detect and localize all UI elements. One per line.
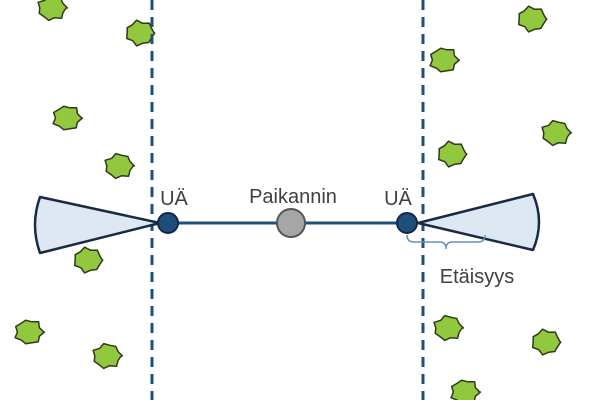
bush-icon	[541, 119, 573, 147]
bush-icon	[517, 5, 548, 33]
bush-icon	[92, 342, 124, 370]
distance-bracket	[406, 234, 486, 250]
bush-icon	[433, 314, 465, 342]
bush-icon	[437, 140, 468, 168]
bush-icon	[125, 19, 156, 47]
bush-icon	[531, 328, 562, 356]
left-device-node	[157, 212, 179, 234]
bush-icon	[52, 105, 84, 131]
right-device-label: UÄ	[384, 188, 412, 210]
right-signal-cone	[416, 192, 541, 252]
bushes	[14, 0, 573, 400]
locator-node	[276, 208, 306, 238]
bush-icon	[104, 152, 136, 180]
bush-icon	[429, 47, 461, 73]
bush-icon	[14, 319, 46, 345]
right-device-node	[396, 212, 418, 234]
bush-icon	[37, 0, 69, 22]
left-device-label: UÄ	[160, 188, 188, 210]
distance-label: Etäisyys	[440, 266, 514, 288]
bush-icon	[73, 246, 104, 274]
bush-icon	[450, 379, 482, 400]
locator-label: Paikannin	[249, 186, 337, 208]
left-signal-cone	[33, 195, 162, 255]
